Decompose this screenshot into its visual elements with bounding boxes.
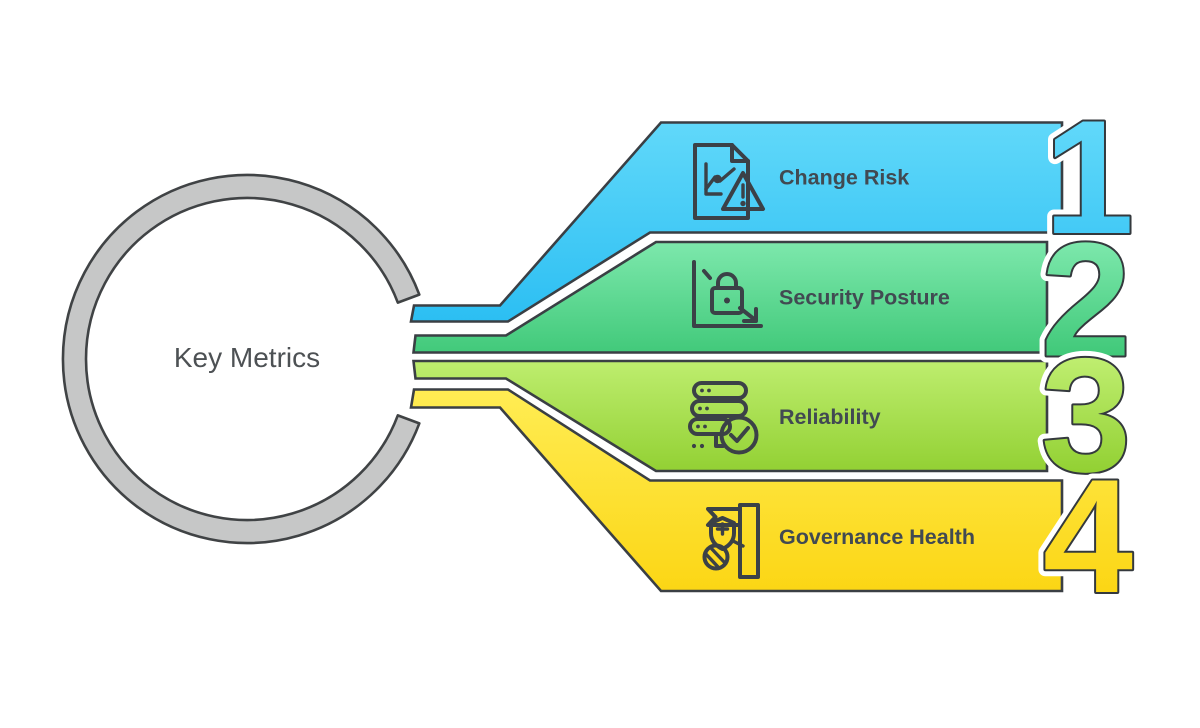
server-checkmark-icon bbox=[688, 381, 759, 455]
ribbon-change-risk bbox=[409, 121, 1064, 323]
number-3: 3 bbox=[1041, 325, 1131, 506]
label-reliability: Reliability bbox=[779, 405, 881, 429]
document-chart-warning-icon bbox=[693, 143, 765, 220]
label-change-risk: Change Risk bbox=[779, 166, 909, 190]
number-1: 1 bbox=[1044, 87, 1134, 268]
ribbon-security-posture bbox=[412, 240, 1049, 354]
number-2: 2 bbox=[1041, 210, 1131, 391]
lock-decline-chart-icon bbox=[692, 260, 763, 328]
number-2-halo: 2 bbox=[1041, 210, 1131, 391]
center-ring bbox=[61, 173, 421, 545]
number-1-halo: 1 bbox=[1044, 87, 1134, 268]
number-4-halo: 4 bbox=[1043, 446, 1133, 627]
number-3-halo: 3 bbox=[1041, 325, 1131, 506]
center-title: Key Metrics bbox=[174, 342, 320, 373]
number-4: 4 bbox=[1043, 446, 1133, 627]
label-security-posture: Security Posture bbox=[779, 286, 950, 310]
label-governance-health: Governance Health bbox=[779, 525, 975, 549]
shield-flag-icon bbox=[702, 503, 760, 579]
ribbon-governance-health bbox=[409, 388, 1064, 593]
